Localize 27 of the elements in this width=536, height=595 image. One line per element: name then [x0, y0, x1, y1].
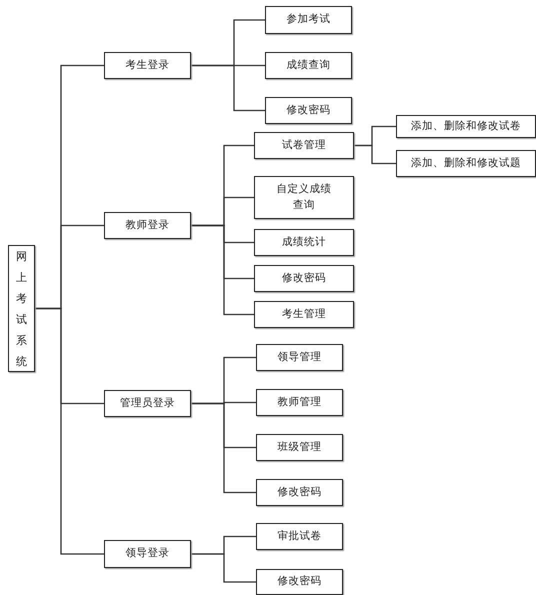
module-box: 修改密码	[256, 569, 343, 595]
module-box: 修改密码	[254, 265, 354, 292]
module-box: 教师管理	[256, 389, 343, 416]
module-box: 修改密码	[256, 479, 343, 506]
connector-line	[191, 553, 256, 583]
module-box: 审批试卷	[256, 523, 343, 550]
module-box: 领导管理	[256, 344, 343, 371]
module-box: 考生登录	[104, 52, 191, 79]
module-box: 修改密码	[265, 97, 352, 124]
connector-line	[191, 64, 265, 112]
connector-line	[354, 144, 396, 164]
root-box: 网上考试系统	[8, 245, 35, 372]
connector-line	[191, 402, 256, 494]
connector-line	[191, 224, 254, 316]
module-box: 领导登录	[104, 540, 191, 568]
module-box: 参加考试	[265, 6, 352, 34]
module-box: 成绩查询	[265, 52, 352, 79]
module-box: 教师登录	[104, 212, 191, 239]
module-box: 自定义成绩查询	[254, 176, 354, 219]
module-box: 添加、删除和修改试卷	[396, 115, 536, 138]
module-box: 考生管理	[254, 301, 354, 328]
module-box: 添加、删除和修改试题	[396, 150, 536, 177]
module-box: 管理员登录	[104, 390, 191, 417]
module-box: 成绩统计	[254, 229, 354, 256]
module-box: 试卷管理	[254, 132, 354, 159]
connector-line	[35, 308, 104, 555]
module-box: 班级管理	[256, 434, 343, 461]
